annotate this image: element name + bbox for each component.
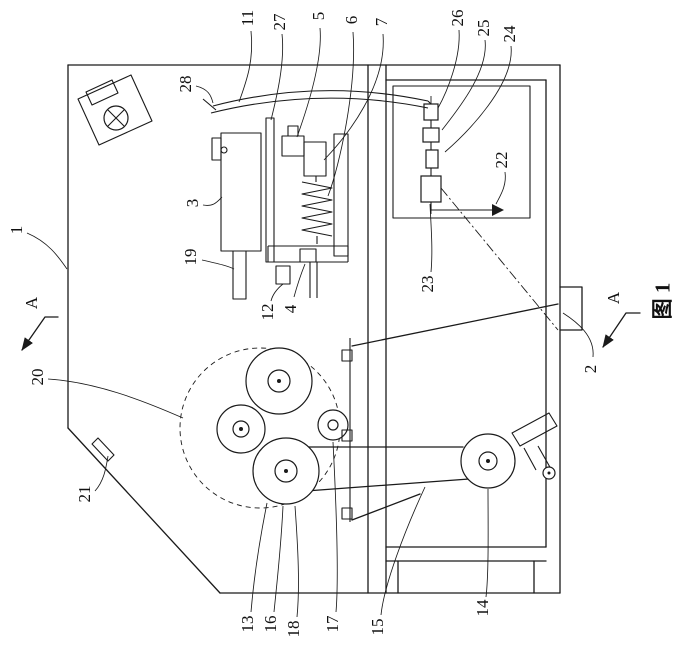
ref-label-24: 24	[500, 25, 519, 43]
component-4	[299, 248, 317, 263]
tall-plate	[333, 133, 349, 257]
ref-label-20: 20	[28, 369, 47, 386]
ref-label-19: 19	[181, 249, 200, 266]
section-arrow-left	[21, 316, 59, 351]
spring	[301, 176, 333, 244]
ref-label-18: 18	[284, 621, 303, 638]
component-25	[422, 127, 440, 143]
valve-block	[281, 135, 305, 157]
ref-label-2: 2	[581, 365, 600, 374]
nozzle-tip	[492, 204, 504, 216]
block-7	[303, 141, 327, 177]
ref-label-7: 7	[372, 17, 391, 26]
guide-rod	[232, 250, 247, 300]
belt-drive	[460, 412, 558, 489]
ref-label-14: 14	[473, 599, 492, 617]
guard-line	[351, 303, 559, 347]
mount-plate	[265, 117, 275, 263]
ref-label-13: 13	[238, 616, 257, 633]
roller-cluster	[179, 303, 559, 522]
ref-label-12: 12	[258, 304, 277, 321]
ref-label-4: 4	[281, 304, 300, 313]
leader-lines	[26, 27, 594, 618]
section-letter-a-left: A	[22, 296, 41, 309]
ref-label-25: 25	[474, 20, 493, 37]
ref-label-22: 22	[492, 152, 511, 169]
side-lug	[559, 286, 583, 331]
ref-label-15: 15	[368, 619, 387, 636]
diagonal-notch	[91, 437, 115, 462]
ref-label-28: 28	[176, 76, 195, 93]
section-letter-a-right: A	[604, 291, 623, 304]
nozzle-pipe	[430, 202, 492, 211]
ref-label-6: 6	[342, 16, 361, 25]
ref-label-1: 1	[7, 226, 26, 235]
machine-frame	[67, 64, 583, 594]
hose	[202, 90, 432, 114]
ref-label-3: 3	[183, 199, 202, 208]
cylinder-assembly	[211, 117, 349, 300]
component-26	[423, 103, 439, 121]
ref-label-26: 26	[448, 10, 467, 27]
ref-label-16: 16	[261, 616, 280, 633]
pneumatic-box	[392, 85, 559, 331]
ref-label-5: 5	[309, 12, 328, 21]
component-23	[420, 175, 442, 203]
component-24	[425, 149, 439, 169]
figure-caption: 图 1	[650, 283, 674, 320]
ref-label-23: 23	[418, 276, 437, 293]
component-12	[275, 265, 291, 285]
motor-bracket	[511, 412, 558, 447]
belt-lower	[305, 478, 470, 492]
reference-labels: 11 27 5 6 7 26 25 24 28 3 19 1 20 21 13 …	[7, 10, 674, 638]
motor-symbol	[77, 74, 153, 146]
ref-label-21: 21	[75, 486, 94, 503]
ref-label-17: 17	[323, 615, 342, 633]
section-arrow-right	[602, 312, 641, 348]
ref-label-11: 11	[238, 10, 257, 26]
ref-label-27: 27	[270, 13, 289, 31]
